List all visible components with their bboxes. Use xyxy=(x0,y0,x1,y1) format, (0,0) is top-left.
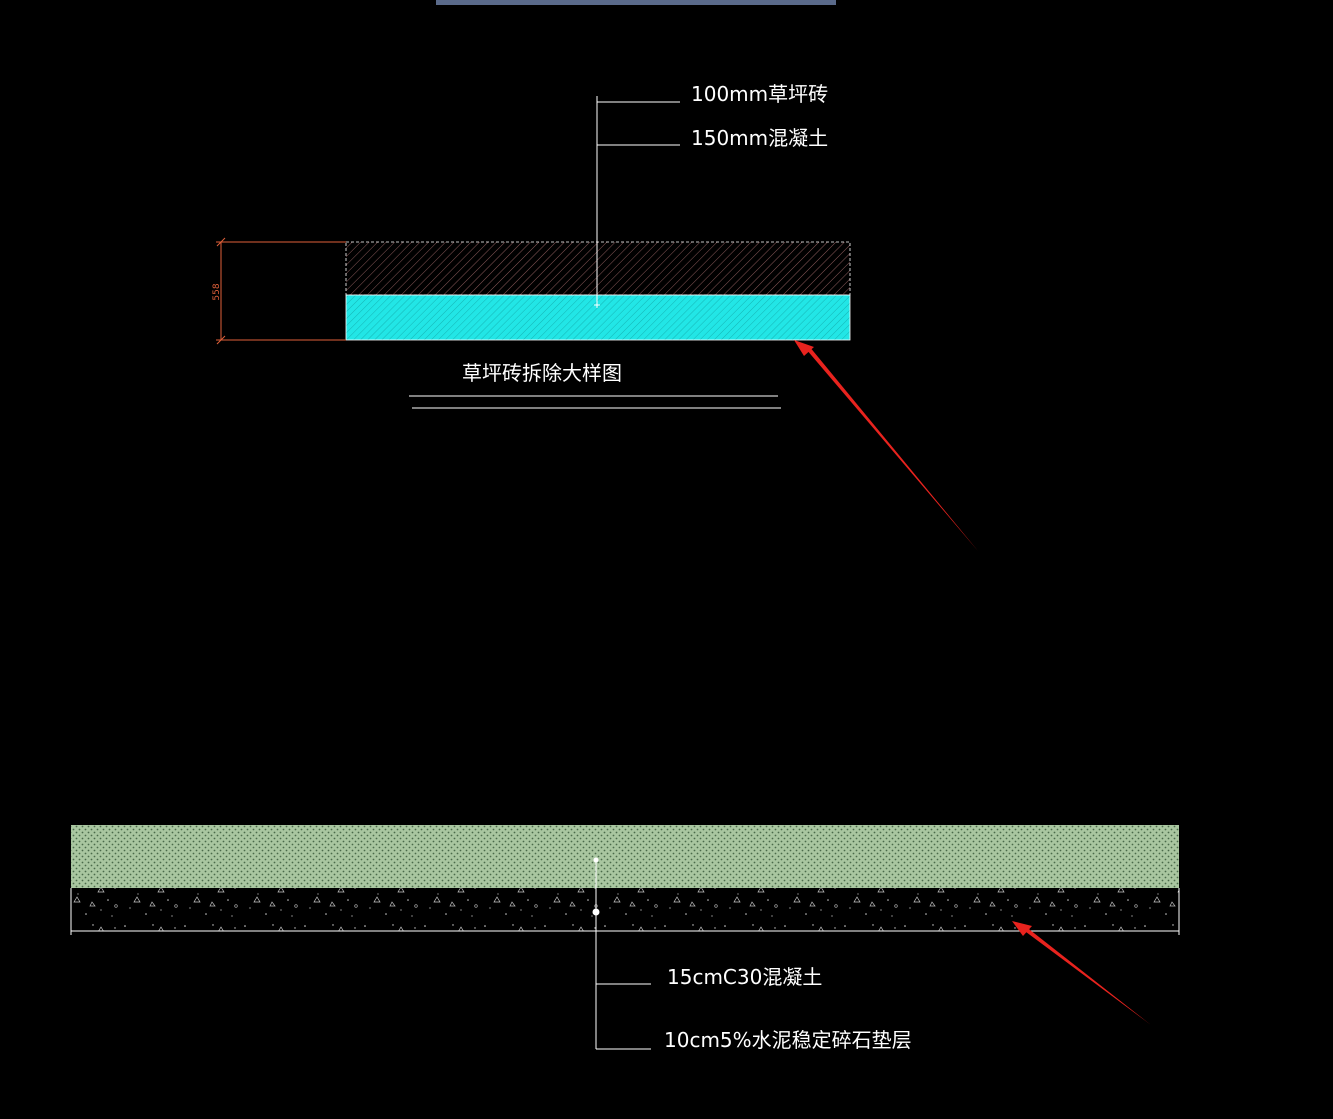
top-section-diagram: 100mm草坪砖 150mm混凝土 558 草坪砖拆除大样图 xyxy=(212,82,851,409)
cement-gravel-base-layer[interactable] xyxy=(71,888,1179,931)
bottom-leader-dot-1 xyxy=(593,857,599,863)
concrete-layer-cyan[interactable] xyxy=(345,294,851,341)
grip-point-icon[interactable] xyxy=(594,302,600,308)
red-arrow-top xyxy=(794,340,978,551)
c30-concrete-layer[interactable] xyxy=(71,825,1179,888)
top-label-lawn-brick: 100mm草坪砖 xyxy=(691,82,828,106)
height-dimension[interactable]: 558 xyxy=(212,237,346,345)
bottom-leader-dot-2 xyxy=(592,908,600,916)
bottom-label-c30-concrete: 15cmC30混凝土 xyxy=(667,965,822,989)
window-top-bar xyxy=(436,0,836,5)
bottom-label-gravel-base: 10cm5%水泥稳定碎石垫层 xyxy=(664,1028,912,1052)
dimension-value: 558 xyxy=(212,283,222,300)
lawn-brick-layer[interactable] xyxy=(345,241,851,296)
top-diagram-title: 草坪砖拆除大样图 xyxy=(462,361,622,385)
bottom-section-diagram: 15cmC30混凝土 10cm5%水泥稳定碎石垫层 xyxy=(70,825,1180,1052)
top-label-concrete: 150mm混凝土 xyxy=(691,126,828,150)
red-arrow-bottom xyxy=(1012,921,1151,1025)
